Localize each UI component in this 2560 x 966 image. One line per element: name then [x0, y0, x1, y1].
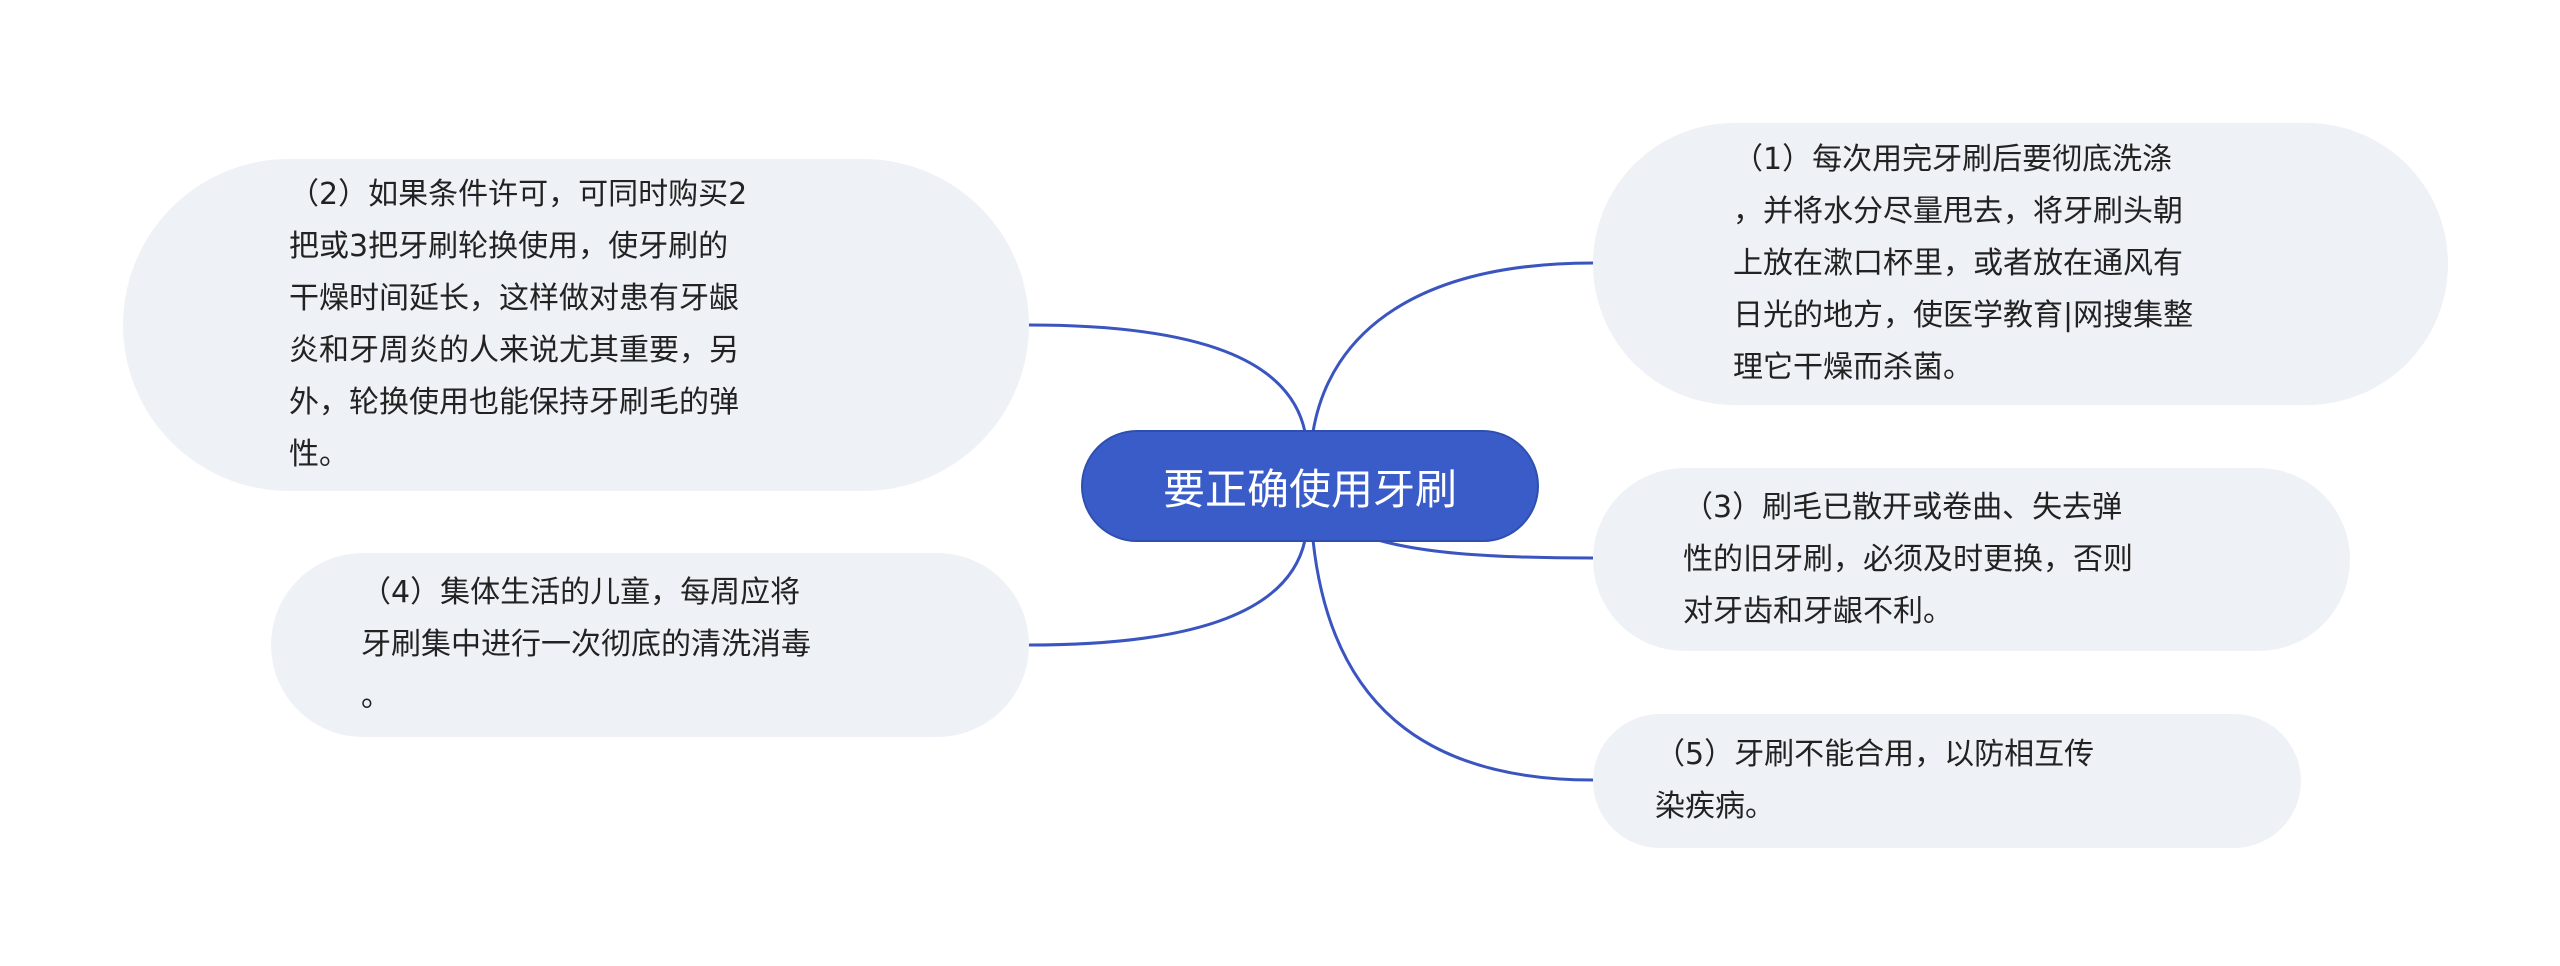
- node-text-line: 染疾病。: [1655, 789, 1775, 824]
- edge-to-node-2: [1028, 323, 1307, 433]
- edge-to-node-3: [1377, 538, 1594, 560]
- node-text-line: 性。: [289, 437, 349, 472]
- edge-to-node-1: [1311, 261, 1594, 433]
- node-text-line: 干燥时间延长，这样做对患有牙龈: [289, 281, 739, 316]
- node-text-line: 把或3把牙刷轮换使用，使牙刷的: [289, 229, 729, 264]
- central-topic[interactable]: 要正确使用牙刷: [1081, 430, 1539, 542]
- node-text-line: 对牙齿和牙龈不利。: [1683, 593, 1953, 629]
- node-text-line: （3）刷毛已散开或卷曲、失去弹: [1683, 489, 2123, 525]
- node-text-line: 外，轮换使用也能保持牙刷毛的弹: [289, 385, 739, 420]
- node-text-line: 上放在漱口杯里，或者放在通风有: [1733, 246, 2183, 281]
- node-text-line: （5）牙刷不能合用，以防相互传: [1655, 737, 2095, 772]
- node-text-line: 日光的地方，使医学教育|网搜集整: [1733, 298, 2194, 333]
- topic-node-5[interactable]: （5）牙刷不能合用，以防相互传 染疾病。: [1593, 714, 2301, 848]
- node-text-line: 。: [361, 679, 391, 714]
- node-text-line: 性的旧牙刷，必须及时更换，否则: [1683, 541, 2133, 577]
- node-text-line: 牙刷集中进行一次彻底的清洗消毒: [361, 627, 811, 662]
- topic-node-2[interactable]: （2）如果条件许可，可同时购买2 把或3把牙刷轮换使用，使牙刷的 干燥时间延长，…: [123, 159, 1029, 491]
- central-topic-label: 要正确使用牙刷: [1162, 464, 1457, 514]
- topic-node-3[interactable]: （3）刷毛已散开或卷曲、失去弹 性的旧牙刷，必须及时更换，否则 对牙齿和牙龈不利…: [1593, 468, 2350, 651]
- node-text-line: （1）每次用完牙刷后要彻底洗涤: [1733, 142, 2173, 177]
- edge-to-node-4: [1028, 539, 1307, 647]
- topic-node-1[interactable]: （1）每次用完牙刷后要彻底洗涤 ，并将水分尽量甩去，将牙刷头朝 上放在漱口杯里，…: [1593, 123, 2448, 405]
- edge-to-node-5: [1311, 539, 1594, 782]
- topic-node-4[interactable]: （4）集体生活的儿童，每周应将 牙刷集中进行一次彻底的清洗消毒 。: [271, 553, 1029, 737]
- node-text-line: （2）如果条件许可，可同时购买2: [289, 177, 748, 212]
- node-text-line: ，并将水分尽量甩去，将牙刷头朝: [1733, 194, 2183, 229]
- node-text-line: （4）集体生活的儿童，每周应将: [361, 575, 801, 610]
- node-text-line: 炎和牙周炎的人来说尤其重要，另: [289, 333, 739, 368]
- node-text-line: 理它干燥而杀菌。: [1733, 350, 1973, 385]
